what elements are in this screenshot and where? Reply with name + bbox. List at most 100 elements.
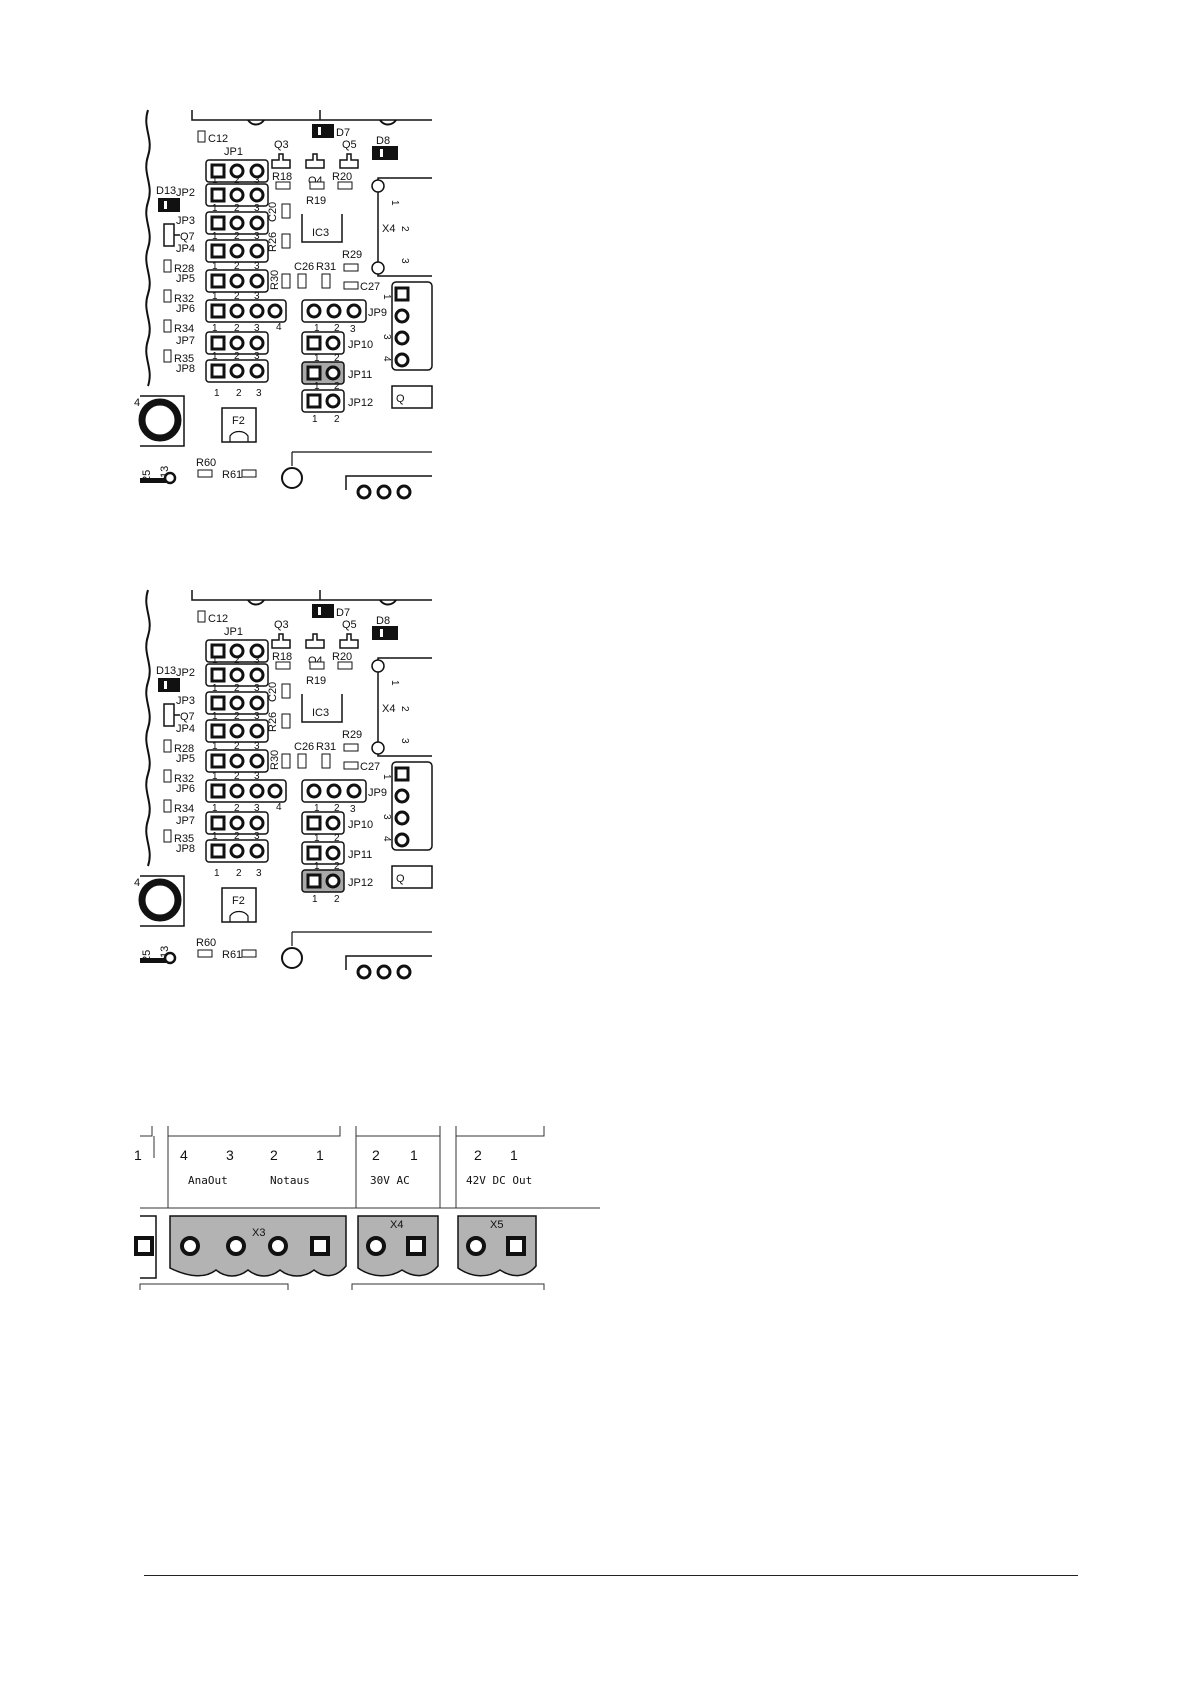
svg-text:3: 3 (399, 738, 410, 744)
q3-label: Q3 (274, 619, 289, 631)
svg-text:2: 2 (234, 231, 240, 242)
svg-text:2: 2 (334, 414, 340, 425)
x5-terminal-block: X5 (457, 1215, 537, 1277)
d7-label: D7 (336, 607, 350, 619)
jp10-label: JP10 (348, 339, 373, 351)
svg-text:3: 3 (350, 324, 356, 335)
q3-label: Q3 (274, 139, 289, 151)
svg-text:1: 1 (312, 894, 318, 905)
pcb-drawing: C12 JP1 D7 D8 Q3 Q4 Q5 X4 1 2 3 (134, 109, 433, 500)
r35-label: R35 (174, 833, 194, 845)
svg-text:1: 1 (212, 771, 218, 782)
pcb-drawing: C12 JP1 D7 D8 Q3 Q4 Q5 X4 1 2 3 (134, 589, 433, 980)
x3-label-notaus: Notaus (270, 1174, 310, 1187)
jp11-label: JP11 (348, 369, 372, 381)
q7-transistor (163, 223, 180, 247)
r20-label: R20 (332, 171, 352, 183)
ic3-outline (301, 214, 343, 243)
svg-text:2: 2 (334, 803, 340, 814)
svg-text:2: 2 (234, 741, 240, 752)
svg-text:2: 2 (334, 861, 340, 872)
svg-text:3: 3 (254, 323, 260, 334)
ic3-label: IC3 (312, 227, 329, 239)
x5-pin-1: 1 (510, 1147, 518, 1163)
svg-text:1: 1 (314, 323, 320, 334)
svg-text:3: 3 (254, 655, 260, 666)
board-edge (145, 589, 151, 867)
x4-label: X4 (390, 1219, 403, 1231)
r28-label: R28 (174, 263, 194, 275)
svg-text:3: 3 (256, 388, 262, 399)
svg-text:3: 3 (254, 351, 260, 362)
svg-text:2: 2 (234, 261, 240, 272)
svg-text:2: 2 (334, 381, 340, 392)
svg-text:2: 2 (234, 711, 240, 722)
d13-diode (158, 198, 180, 212)
jp6-label: JP6 (176, 783, 195, 795)
top-connector-outline (191, 590, 432, 601)
svg-text:3: 3 (254, 741, 260, 752)
jp12-label: JP12 (348, 397, 373, 409)
svg-text:1: 1 (212, 655, 218, 666)
r28-label: R28 (174, 743, 194, 755)
svg-text:4: 4 (276, 802, 282, 813)
r32-label: R32 (174, 293, 194, 305)
d7-label: D7 (336, 127, 350, 139)
r60-label: R60 (196, 457, 216, 469)
q3-transistor (271, 153, 291, 169)
right-4pin-header: 1 3 4 (381, 281, 433, 371)
jp9-row: JP9 3 (301, 299, 387, 335)
right-4pin-header: 1 3 4 (381, 761, 433, 851)
mounting-hole (138, 398, 182, 442)
c27-label: C27 (360, 761, 380, 773)
q4-transistor (305, 153, 325, 169)
jp9-label: JP9 (368, 787, 387, 799)
svg-text:1: 1 (212, 683, 218, 694)
d13-label: D13 (156, 665, 176, 677)
svg-text:1: 1 (212, 741, 218, 752)
svg-text:2: 2 (399, 706, 410, 712)
x4-terminal-block: X4 (357, 1215, 439, 1277)
r19-label: R19 (306, 675, 326, 687)
svg-text:2: 2 (334, 323, 340, 334)
svg-text:3: 3 (256, 868, 262, 879)
svg-text:Q: Q (396, 873, 405, 885)
svg-text:4: 4 (381, 356, 392, 362)
x3-terminal-block: X3 (169, 1215, 347, 1277)
svg-text:2: 2 (234, 803, 240, 814)
svg-text:3: 3 (254, 291, 260, 302)
c20-label: C20 (267, 682, 279, 702)
jp3-label: JP3 (176, 215, 195, 227)
jp8-label: JP8 (176, 363, 195, 375)
svg-text:1: 1 (212, 203, 218, 214)
jp7-label: JP7 (176, 815, 195, 827)
svg-text:1: 1 (212, 831, 218, 842)
svg-text:3: 3 (254, 175, 260, 186)
n4-label: 4 (134, 877, 140, 889)
q5-label: Q5 (342, 619, 357, 631)
jp10-row: 1 2 JP10 (301, 323, 373, 355)
svg-text:2: 2 (234, 351, 240, 362)
r60-label: R60 (196, 937, 216, 949)
svg-text:2: 2 (399, 226, 410, 232)
d7-diode (312, 604, 334, 618)
jp9-label: JP9 (368, 307, 387, 319)
r26-label: R26 (267, 712, 279, 732)
jp1-label: JP1 (224, 626, 243, 638)
svg-text:2: 2 (236, 868, 242, 879)
jp1-header (205, 159, 269, 183)
jp8-label: JP8 (176, 843, 195, 855)
d13-label: D13 (156, 185, 176, 197)
q5-label: Q5 (342, 139, 357, 151)
f2-fuse: F2 (221, 407, 257, 443)
c26-label: C26 (294, 741, 314, 753)
svg-text:3: 3 (254, 771, 260, 782)
x4-relay-outline (377, 657, 432, 757)
q7-transistor (163, 703, 180, 727)
